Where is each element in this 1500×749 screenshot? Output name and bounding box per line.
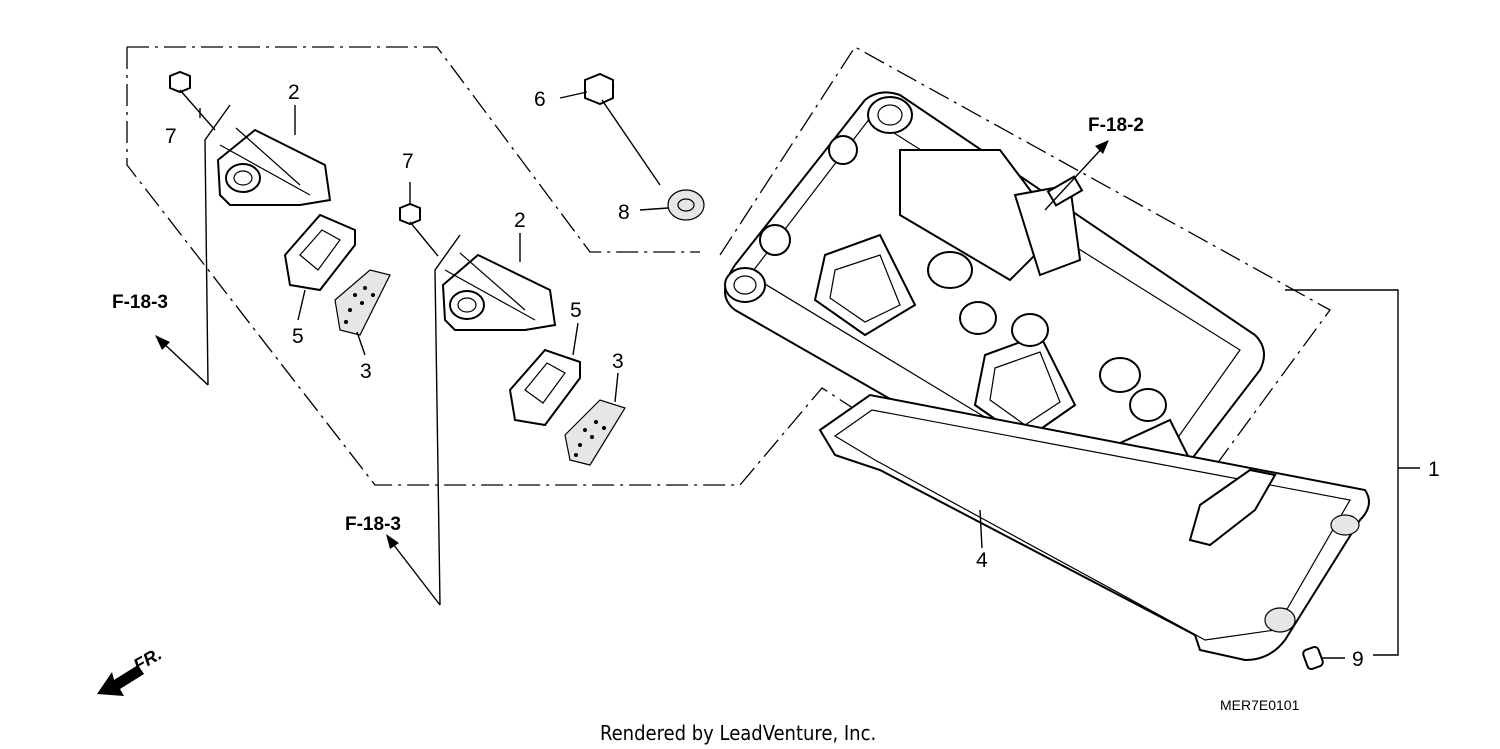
front-direction-indicator: FR. <box>97 644 165 696</box>
bolt-7-center <box>399 202 439 257</box>
callout-6: 6 <box>534 88 546 111</box>
grommet-center <box>508 348 581 427</box>
cover-gasket <box>818 393 1370 662</box>
front-arrow-icon <box>97 665 144 696</box>
seal-center <box>564 399 626 466</box>
grommet-left <box>283 213 356 292</box>
callout-2-center: 2 <box>514 209 526 232</box>
coil-cover-left <box>216 127 332 206</box>
callout-3-center: 3 <box>612 350 624 373</box>
callout-7-center: 7 <box>402 150 414 173</box>
callout-labels: 1 2 2 3 3 4 5 5 6 7 7 8 9 <box>165 81 1440 671</box>
figure-references: F-18-2 F-18-3 F-18-3 <box>112 115 1144 535</box>
washer-8 <box>667 189 705 221</box>
reference-f-18-3-left[interactable]: F-18-3 <box>112 292 168 313</box>
reference-arrows <box>155 140 1109 606</box>
seal-left <box>334 269 391 336</box>
callout-5-left: 5 <box>292 325 304 348</box>
render-credit: Rendered by LeadVenture, Inc. <box>600 721 876 745</box>
callout-1: 1 <box>1428 458 1440 481</box>
callout-7-left: 7 <box>165 125 177 148</box>
callout-9: 9 <box>1352 648 1364 671</box>
callout-4: 4 <box>976 549 988 572</box>
reference-f-18-3-center[interactable]: F-18-3 <box>345 514 401 535</box>
cap-9 <box>1302 645 1324 671</box>
coil-cover-center <box>441 252 557 331</box>
callout-3-left: 3 <box>360 360 372 383</box>
callout-5-center: 5 <box>570 299 582 322</box>
reference-f-18-2[interactable]: F-18-2 <box>1088 115 1144 136</box>
callout-8: 8 <box>618 201 630 224</box>
callout-2-left: 2 <box>288 81 300 104</box>
leader-lines <box>199 91 1420 659</box>
stud-bolt-6 <box>584 72 661 186</box>
cylinder-head-cover <box>724 91 1265 530</box>
diagram-code: MER7E0101 <box>1220 697 1300 713</box>
bolt-7-left <box>169 70 216 131</box>
